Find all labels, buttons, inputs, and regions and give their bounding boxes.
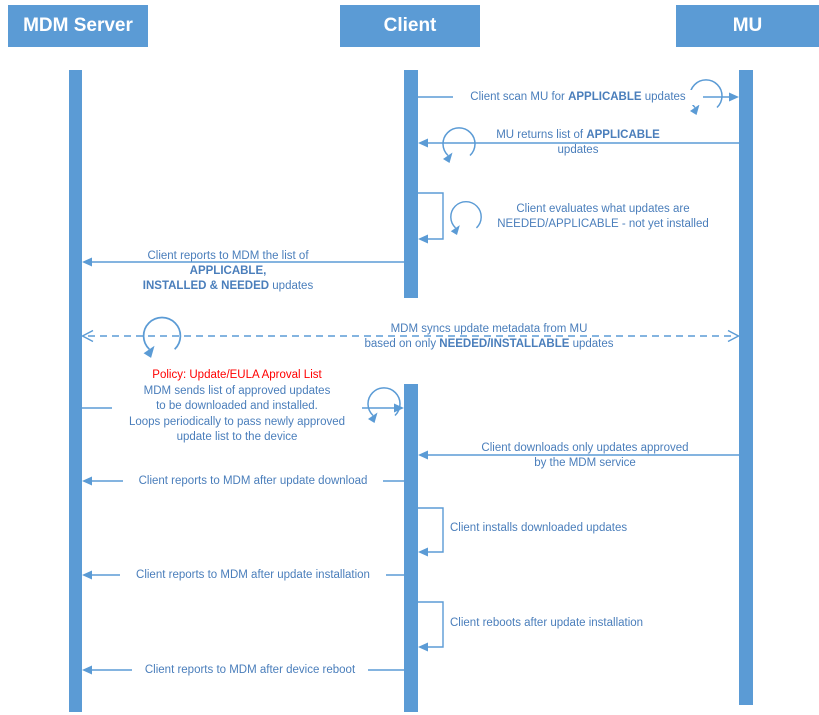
message-text: updates (269, 280, 314, 292)
message-text: Client reports to MDM after update downl… (138, 475, 368, 487)
message-text: based on only (364, 338, 440, 350)
message-label-installs: Client installs downloaded updates (450, 521, 670, 536)
arrow-installs-selfloop (418, 507, 444, 553)
lifeline-client-segment-1 (404, 70, 418, 298)
message-line: MU returns list of APPLICABLE (473, 128, 683, 143)
actor-mdm-server: MDM Server (8, 5, 148, 47)
loop-icon-returns (442, 127, 476, 164)
actor-mu: MU (676, 5, 819, 47)
arrowhead-reboots (418, 642, 428, 652)
arrowhead-report-install (82, 570, 92, 580)
message-label-downloads: Client downloads only updates approved b… (465, 441, 705, 471)
arrow-syncs-left-chevron (80, 329, 94, 343)
message-label-evaluates: Client evaluates what updates are NEEDED… (488, 202, 718, 232)
message-line: MDM syncs update metadata from MU (390, 323, 588, 335)
message-line: to be downloaded and installed. (156, 400, 318, 412)
message-text-bold: NEEDED/INSTALLABLE (439, 338, 570, 350)
loop-icon-evaluates (450, 200, 482, 236)
actor-client: Client (340, 5, 480, 47)
message-text: Client installs downloaded updates (450, 522, 628, 534)
actor-client-label: Client (383, 15, 437, 36)
message-text: updates (569, 338, 614, 350)
arrowhead-downloads (418, 450, 428, 460)
message-line: updates (557, 144, 599, 156)
message-text: Client scan MU for (470, 91, 569, 103)
message-text: Client reports to MDM after device reboo… (144, 664, 356, 676)
actor-mdm-server-label: MDM Server (23, 15, 133, 36)
message-label-reports-list: Client reports to MDM the list of APPLIC… (108, 249, 348, 294)
message-label-reboots: Client reboots after update installation (450, 616, 680, 631)
message-label-report-install: Client reports to MDM after update insta… (120, 568, 386, 583)
loop-icon-syncs (142, 316, 182, 359)
arrowhead-evaluates (418, 234, 428, 244)
message-line: update list to the device (176, 431, 298, 443)
actor-mu-label: MU (732, 15, 763, 36)
message-text-bold: APPLICABLE (568, 91, 642, 103)
arrowhead-report-download (82, 476, 92, 486)
policy-title: Policy: Update/EULA Aproval List (152, 369, 322, 381)
arrow-evaluates-selfloop (418, 192, 444, 240)
message-line: Client reports to MDM the list of APPLIC… (108, 249, 348, 279)
message-line: Client downloads only updates approved (481, 442, 689, 454)
arrowhead-scan (729, 92, 739, 102)
message-line: based on only NEEDED/INSTALLABLE updates (364, 337, 614, 352)
message-line: by the MDM service (534, 457, 636, 469)
arrowhead-returns (418, 138, 428, 148)
message-text: MU returns list of (496, 129, 587, 141)
message-line: NEEDED/APPLICABLE - not yet installed (497, 218, 709, 230)
message-label-syncs: MDM syncs update metadata from MU based … (364, 322, 614, 352)
message-label-report-reboot: Client reports to MDM after device reboo… (132, 663, 368, 678)
lifeline-client-segment-2 (404, 384, 418, 712)
message-text: Client reports to MDM the list of (147, 250, 309, 262)
message-line: MDM sends list of approved updates (143, 384, 331, 397)
arrow-syncs-right-chevron (727, 329, 741, 343)
lifeline-mu (739, 70, 753, 705)
message-text: Client reboots after update installation (450, 617, 644, 629)
message-text-bold: APPLICABLE (586, 129, 660, 141)
message-line: Client evaluates what updates are (516, 203, 690, 215)
arrow-reboots-selfloop (418, 601, 444, 648)
message-line: Loops periodically to pass newly approve… (128, 415, 346, 428)
message-text: updates (641, 91, 686, 103)
arrowhead-report-reboot (82, 665, 92, 675)
lifeline-mdm-server (69, 70, 82, 712)
message-label-report-download: Client reports to MDM after update downl… (123, 474, 383, 489)
message-text-bold: APPLICABLE, (189, 265, 267, 277)
message-line: INSTALLED & NEEDED updates (108, 279, 348, 294)
arrowhead-installs (418, 547, 428, 557)
message-text-bold: INSTALLED & NEEDED (142, 280, 270, 292)
arrowhead-reports-list (82, 257, 92, 267)
message-label-scan: Client scan MU for APPLICABLE updates (453, 90, 703, 105)
message-text: Client reports to MDM after update insta… (136, 569, 370, 581)
message-label-returns: MU returns list of APPLICABLE updates (473, 128, 683, 158)
message-label-policy: Policy: Update/EULA Aproval List MDM sen… (112, 368, 362, 446)
